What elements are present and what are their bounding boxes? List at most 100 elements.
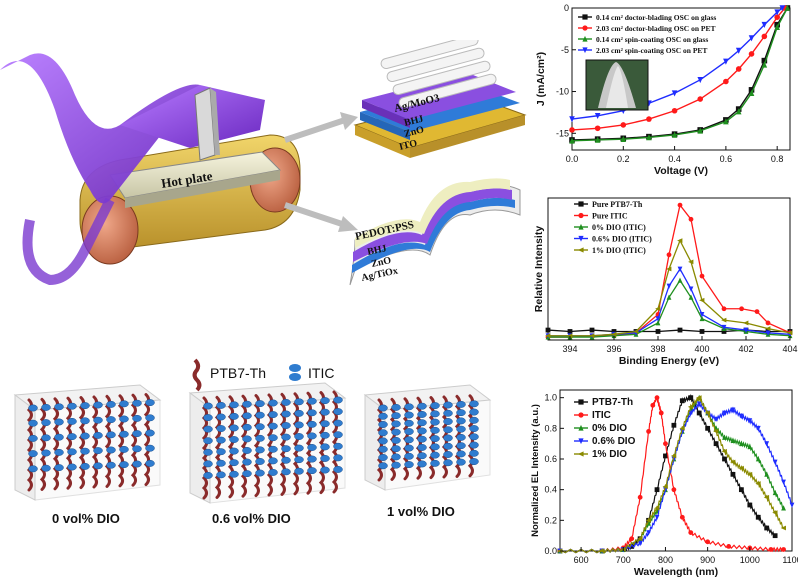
data-point — [663, 453, 668, 459]
data-point — [646, 429, 651, 434]
data-point — [772, 510, 778, 516]
itic-molecule — [281, 456, 291, 464]
itic-molecule — [67, 433, 77, 441]
data-point — [677, 238, 683, 243]
data-point — [655, 329, 661, 334]
y-tick-label: -15 — [556, 128, 569, 138]
data-point — [599, 548, 605, 554]
data-point — [655, 316, 661, 322]
data-point — [722, 410, 727, 416]
data-point — [677, 202, 683, 208]
itic-molecule — [268, 445, 278, 453]
data-point — [705, 425, 711, 431]
data-point — [764, 471, 770, 477]
data-point — [699, 329, 705, 334]
data-point — [679, 425, 685, 431]
x-tick-label: 0.4 — [668, 154, 681, 164]
y-tick-label: 0.8 — [544, 423, 557, 433]
itic-molecule — [417, 427, 427, 435]
itic-molecule — [28, 465, 38, 473]
itic-molecule — [80, 462, 90, 470]
x-tick-label: 394 — [562, 344, 577, 354]
data-point — [735, 108, 742, 115]
caption-1-dio: 1 vol% DIO — [387, 504, 455, 519]
itic-molecule — [203, 471, 213, 479]
legend-entry: PTB7-Th — [592, 397, 633, 408]
legend-entry: 0.6% DIO — [592, 436, 636, 447]
data-point — [677, 277, 683, 283]
itic-molecule — [54, 448, 64, 456]
legend-entry: 0.14 cm² spin-coating OSC on glass — [596, 35, 708, 44]
data-point — [671, 487, 677, 493]
itic-molecule — [404, 419, 414, 427]
morphology-cube-0 — [13, 384, 162, 501]
itic-molecule — [333, 396, 343, 404]
data-point — [670, 453, 677, 459]
itic-molecule — [417, 452, 427, 460]
data-point — [646, 116, 652, 122]
itic-molecule — [294, 444, 304, 452]
itic-molecule — [320, 408, 330, 416]
itic-molecule — [378, 462, 388, 470]
itic-molecule — [119, 400, 129, 408]
itic-molecule — [229, 459, 239, 467]
series-3 — [557, 401, 795, 554]
flex-layer-2: BHJ — [366, 243, 387, 258]
data-point — [780, 525, 786, 531]
data-point — [739, 306, 744, 312]
data-point — [582, 14, 588, 20]
itic-molecule — [145, 459, 155, 467]
data-point — [578, 223, 584, 230]
y-tick-label: 1.0 — [544, 393, 557, 403]
itic-molecule — [307, 432, 317, 440]
itic-molecule — [404, 461, 414, 469]
itic-molecule — [216, 436, 226, 444]
itic-molecule — [145, 429, 155, 437]
data-point — [764, 525, 770, 531]
data-point — [761, 21, 768, 29]
inset-photo — [585, 59, 649, 111]
itic-molecule — [54, 403, 64, 411]
morphology-legend — [192, 358, 301, 392]
itic-molecule — [229, 424, 239, 432]
data-point — [699, 312, 705, 318]
data-point — [748, 51, 755, 57]
data-point — [735, 66, 742, 72]
itic-molecule — [203, 437, 213, 445]
itic-molecule — [242, 435, 252, 443]
itic-molecule — [320, 455, 330, 462]
data-point — [765, 330, 771, 336]
data-point — [721, 317, 727, 323]
x-tick-label: 900 — [700, 555, 715, 565]
data-point — [774, 14, 780, 20]
x-tick-label: 1000 — [740, 555, 760, 565]
data-point — [730, 437, 736, 443]
caption-0-dio: 0 vol% DIO — [52, 511, 120, 526]
itic-molecule — [456, 442, 466, 450]
itic-molecule — [443, 451, 453, 458]
data-point — [721, 448, 727, 454]
data-point — [755, 456, 761, 462]
data-point — [569, 137, 575, 144]
x-tick-label: 0.8 — [771, 154, 784, 164]
itic-molecule — [203, 448, 213, 456]
series-line — [559, 396, 784, 554]
morphology-panel: PTB7-Th ITIC — [13, 358, 492, 504]
itic-molecule — [430, 402, 440, 410]
series-2 — [569, 4, 791, 144]
itic-molecule — [417, 460, 427, 468]
series-4 — [545, 238, 793, 339]
data-point — [746, 471, 753, 477]
itic-molecule — [469, 416, 479, 424]
itic-molecule — [106, 416, 116, 424]
itic-molecule — [378, 429, 388, 437]
itic-molecule — [404, 403, 414, 411]
itic-molecule — [378, 421, 388, 428]
data-point — [654, 395, 660, 401]
data-point — [772, 533, 778, 539]
itic-molecule — [443, 459, 453, 467]
data-point — [671, 422, 677, 428]
itic-molecule — [28, 450, 38, 458]
polymer-chain — [130, 393, 137, 487]
rigid-layer-3: ZnO — [403, 124, 425, 140]
